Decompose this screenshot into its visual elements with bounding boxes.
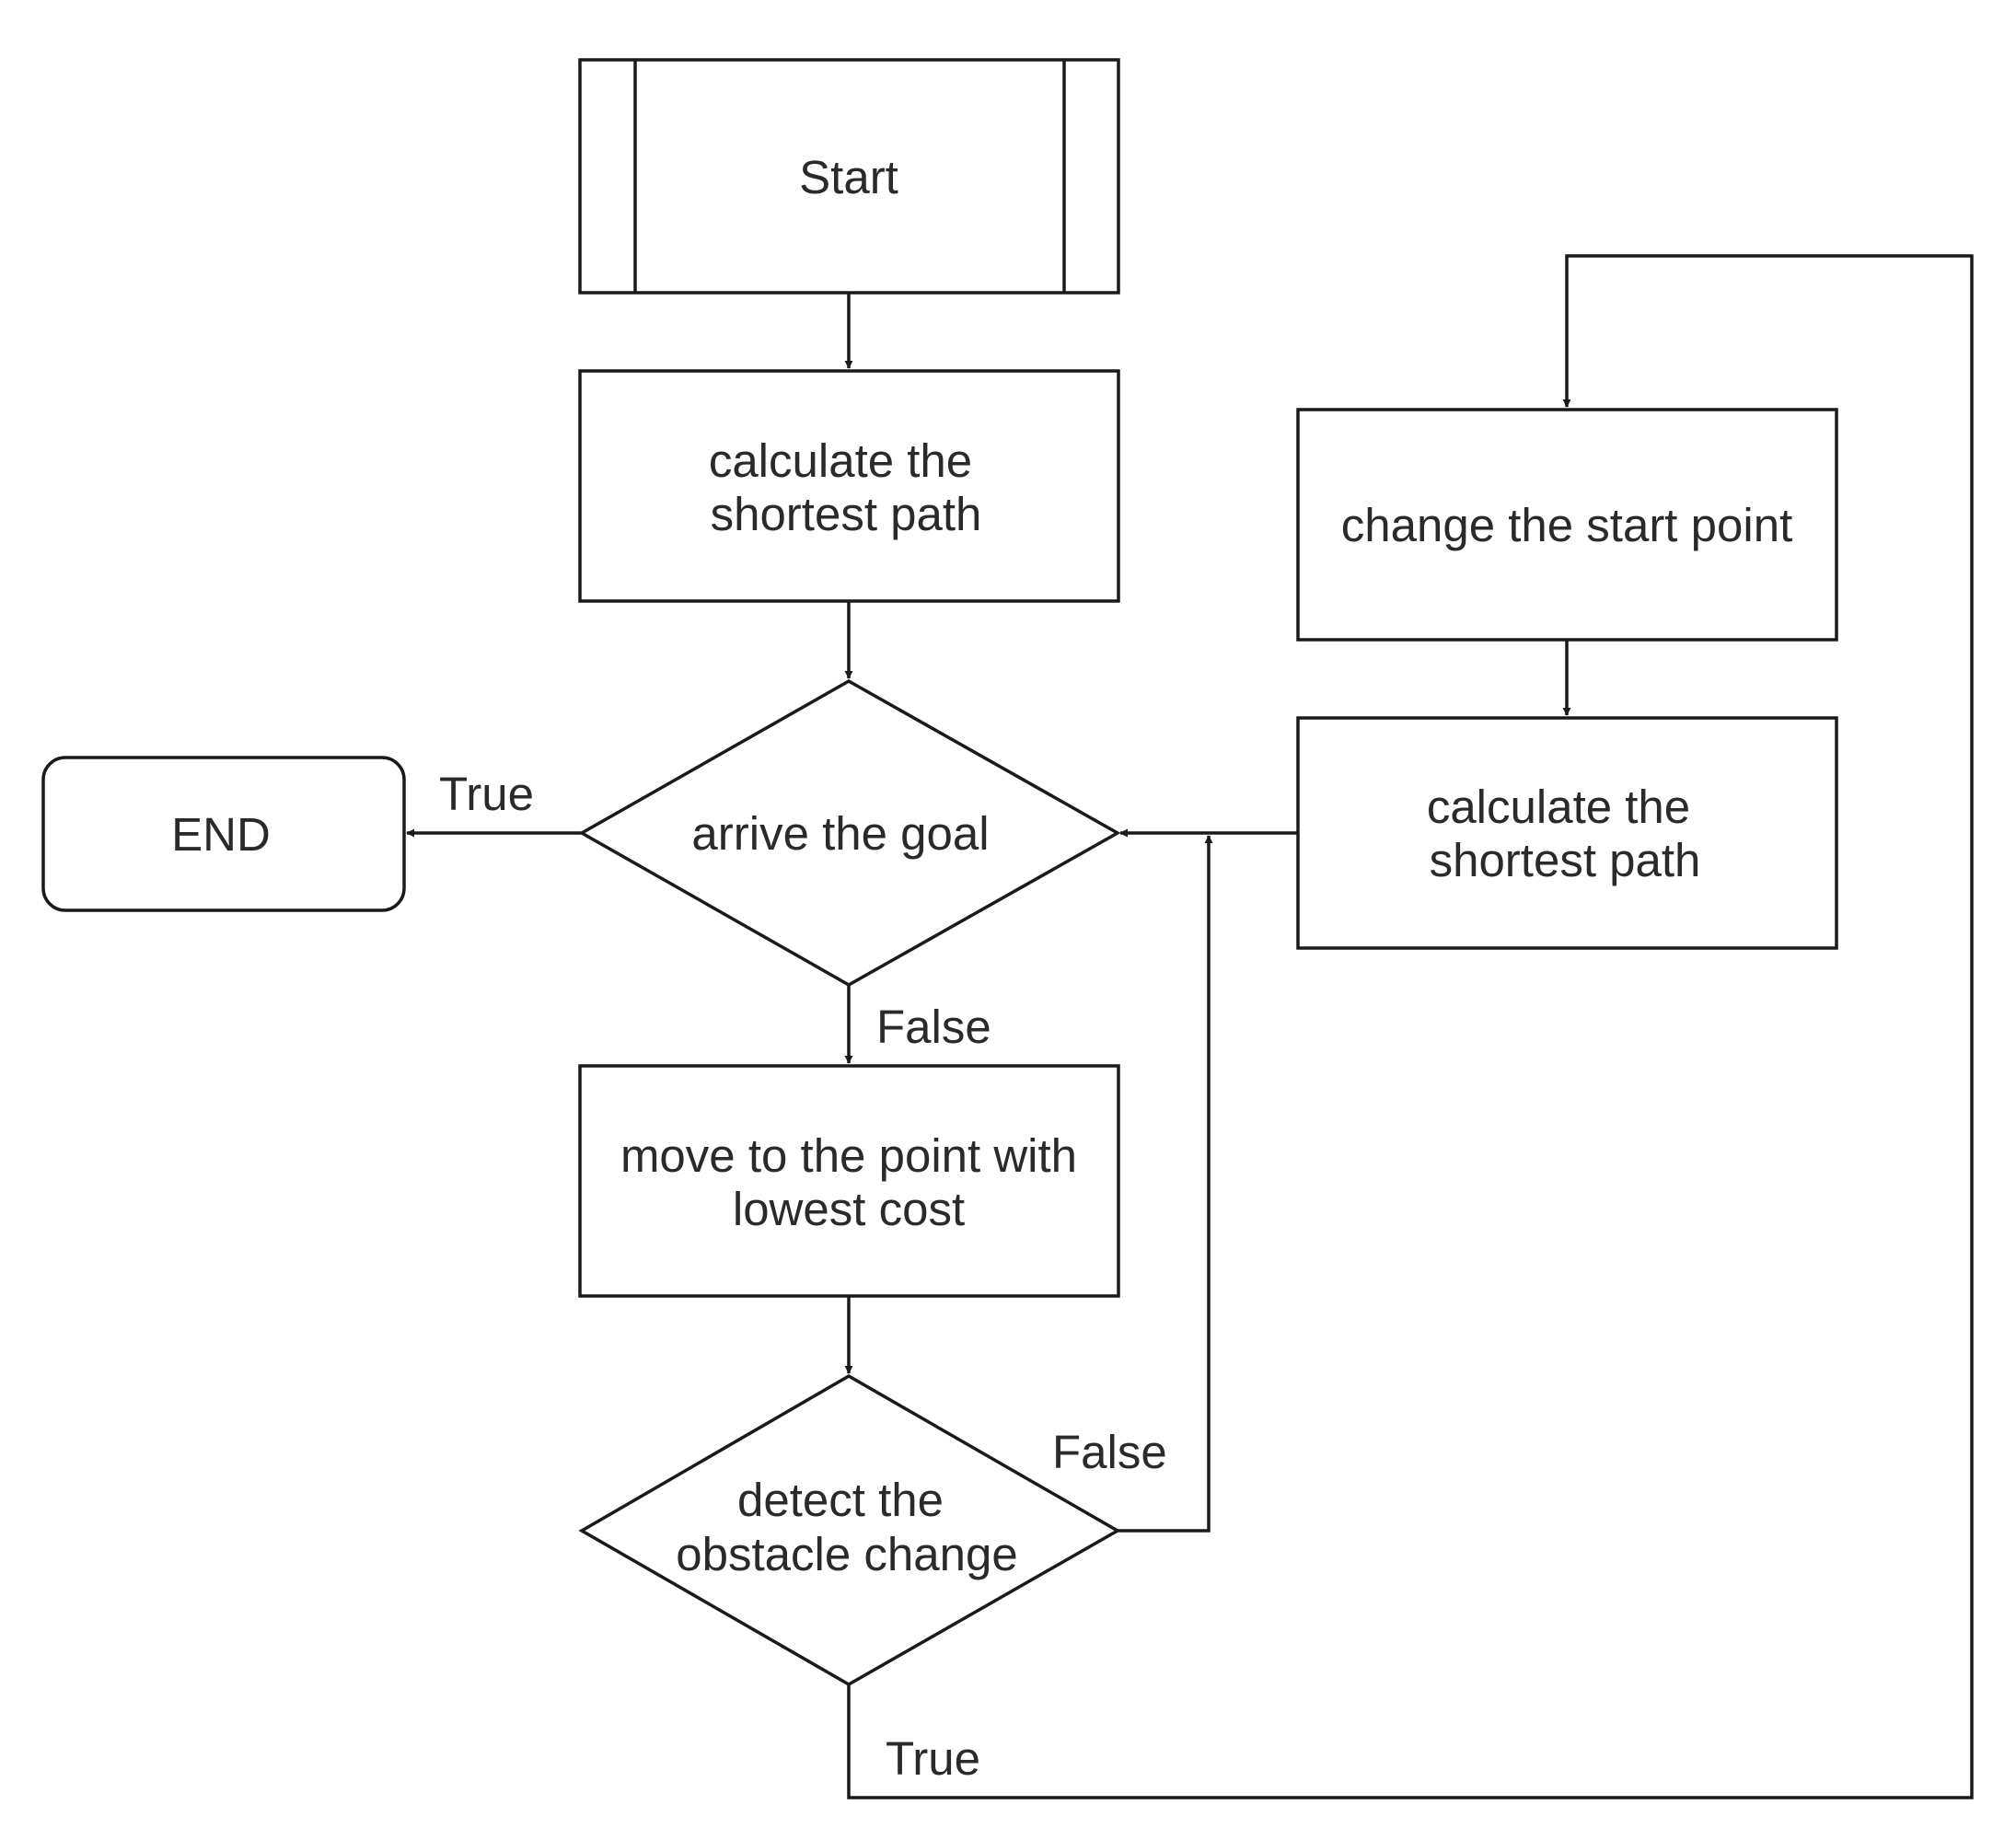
recalculate-path-label-line2: shortest path — [1430, 834, 1701, 886]
end-label: END — [171, 808, 271, 861]
start-label: Start — [799, 151, 898, 203]
edge-label-detect-true: True — [886, 1732, 980, 1785]
start-node: Start — [578, 58, 1120, 295]
calculate-path-label-line2: shortest path — [711, 488, 982, 540]
move-lowest-cost-node: move to the point with lowest cost — [578, 1064, 1120, 1298]
edge-detect-false-to-arrive — [1118, 835, 1213, 1533]
edge-label-arrive-false: False — [876, 1001, 991, 1053]
arrive-goal-decision: arrive the goal — [578, 678, 1121, 988]
detect-obstacle-label-line2: obstacle change — [676, 1528, 1017, 1580]
calculate-path-label-line1: calculate the — [709, 434, 972, 487]
edge-label-arrive-true: True — [439, 768, 534, 820]
change-start-node: change the start point — [1296, 408, 1838, 642]
edge-detect-true-to-change — [847, 254, 1974, 1799]
arrive-goal-label: arrive the goal — [691, 807, 989, 860]
end-node: END — [41, 756, 406, 912]
calculate-path-node: calculate the shortest path — [578, 369, 1120, 603]
recalculate-path-node: calculate the shortest path — [1296, 716, 1838, 950]
detect-obstacle-decision: detect the obstacle change — [578, 1373, 1121, 1687]
edge-label-detect-false: False — [1052, 1426, 1167, 1478]
move-lowest-cost-label-line1: move to the point with — [620, 1129, 1077, 1182]
move-lowest-cost-label-line2: lowest cost — [733, 1183, 965, 1235]
recalculate-path-label-line1: calculate the — [1427, 781, 1690, 833]
change-start-label: change the start point — [1341, 499, 1793, 551]
detect-obstacle-label-line1: detect the — [737, 1474, 944, 1526]
